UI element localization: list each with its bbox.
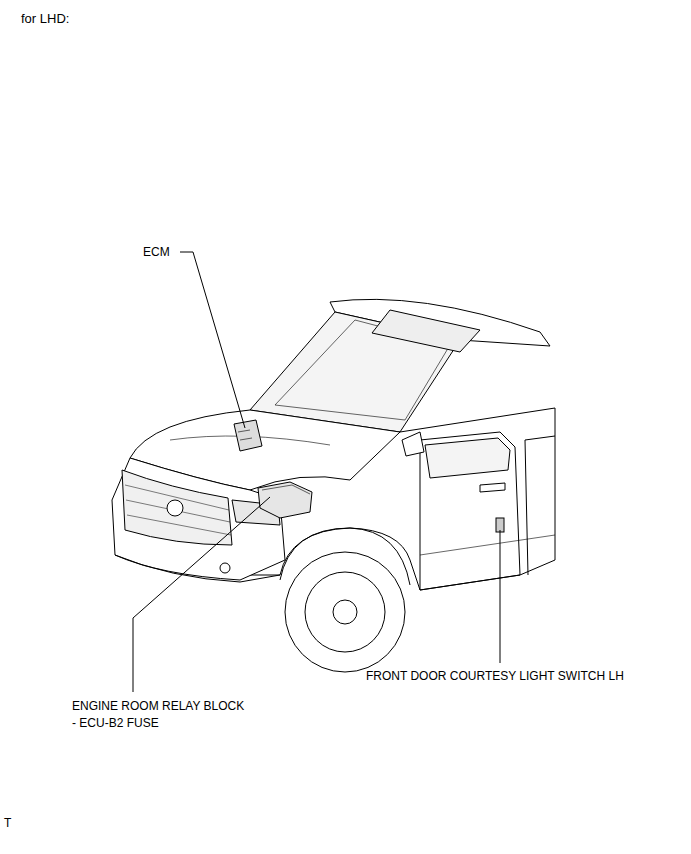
- leader-lines: [133, 252, 500, 692]
- part-name: ECM: [142, 245, 171, 259]
- component-symbols: [234, 420, 504, 532]
- car-outline: [112, 299, 555, 672]
- figure-mark: T: [3, 816, 12, 830]
- page-heading: for LHD:: [20, 12, 70, 26]
- part-name: ENGINE ROOM RELAY BLOCK: [71, 699, 245, 713]
- part-name: FRONT DOOR COURTESY LIGHT SWITCH LH: [365, 669, 625, 683]
- fuse-name: - ECU-B2 FUSE: [71, 716, 160, 730]
